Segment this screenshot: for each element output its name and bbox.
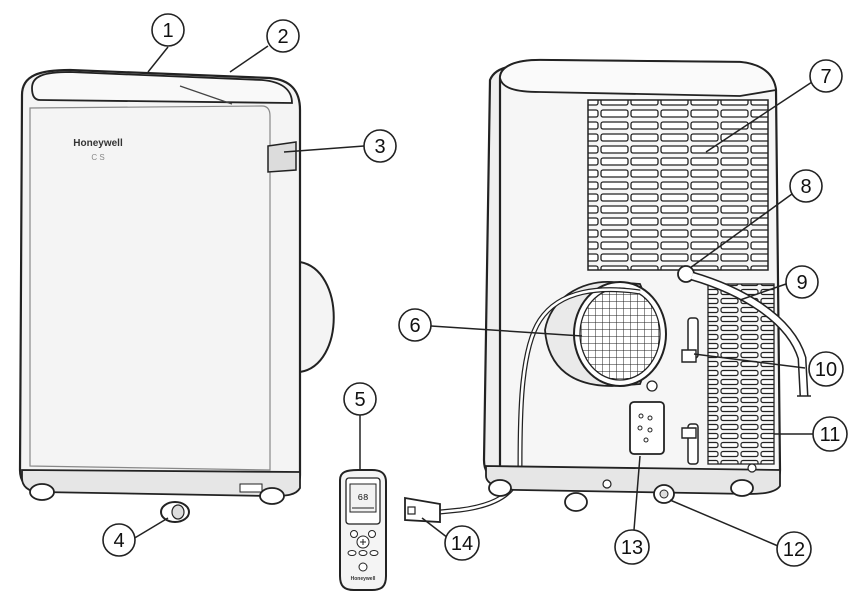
remote-display-value: 68 [358,493,369,503]
callout-11-label: 11 [820,424,841,446]
callout-11: 11 [812,416,848,452]
callout-8: 8 [789,169,823,203]
callout-13: 13 [614,529,650,565]
callout-9-label: 9 [796,272,807,294]
callout-12: 12 [776,531,812,567]
callout-2: 2 [266,19,300,53]
callout-7: 7 [809,59,843,93]
leader-3 [283,145,365,153]
callout-6-label: 6 [409,315,420,337]
remote-control: 68 Honeywell [339,469,387,591]
callout-13-label: 13 [621,537,643,559]
leader-1 [147,46,169,73]
callout-5-label: 5 [354,389,365,411]
callout-2-label: 2 [277,26,288,48]
callout-10: 10 [808,351,844,387]
leader-8 [689,193,793,269]
leader-13 [633,455,641,531]
callout-14: 14 [444,525,480,561]
leader-9 [739,283,787,301]
callout-10-label: 10 [815,359,837,381]
leader-2 [229,45,269,73]
callout-8-label: 8 [800,176,811,198]
callout-4: 4 [102,523,136,557]
callouts: 1 2 3 4 5 6 7 8 [102,13,848,567]
callout-1: 1 [151,13,185,47]
callout-6: 6 [398,308,432,342]
back-unit [404,58,811,523]
callout-3: 3 [363,129,397,163]
front-unit: Honeywell C S [18,68,335,523]
callout-5: 5 [343,382,377,416]
front-panel-mark: C S [91,153,104,162]
callout-4-label: 4 [113,530,124,552]
callout-12-label: 12 [783,539,805,561]
leader-10 [693,353,806,369]
leader-4 [132,517,169,540]
leader-12 [669,499,779,547]
leader-7 [705,81,813,153]
leader-lines [132,45,814,547]
callout-3-label: 3 [374,136,385,158]
callout-14-label: 14 [451,533,473,555]
callout-1-label: 1 [162,20,173,42]
callout-7-label: 7 [820,66,831,88]
remote-brand-logo: Honeywell [351,576,376,582]
leader-14 [421,517,449,539]
leader-6 [430,325,583,337]
callout-9: 9 [785,265,819,299]
front-brand-logo: Honeywell [73,138,123,149]
